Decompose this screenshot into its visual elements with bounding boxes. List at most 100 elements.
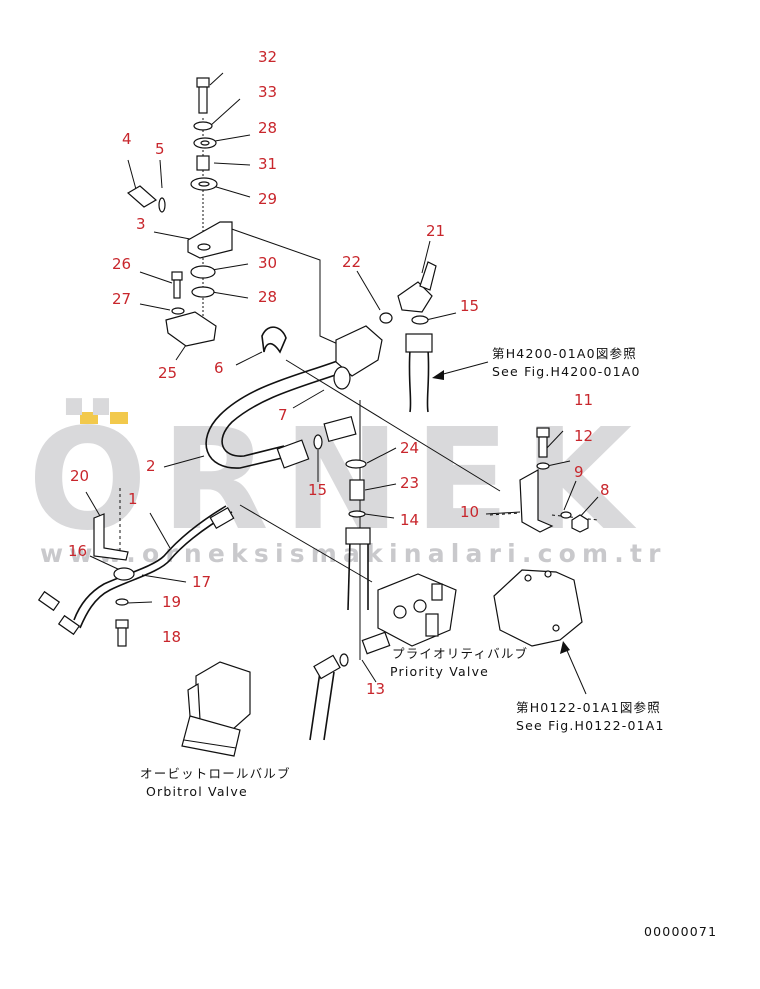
drawing-code: 00000071 bbox=[644, 924, 717, 939]
part-number-26: 26 bbox=[112, 255, 131, 273]
hose-ref-fitting bbox=[405, 333, 433, 353]
pipe-2-outer bbox=[205, 359, 341, 469]
part-number-23: 23 bbox=[400, 474, 419, 492]
leader-lines bbox=[85, 72, 599, 695]
bolt-11-head bbox=[536, 427, 550, 438]
clamp-16 bbox=[113, 567, 135, 581]
fitting-13 bbox=[361, 631, 391, 655]
part-number-20: 20 bbox=[70, 467, 89, 485]
bracket-10 bbox=[519, 468, 554, 533]
bolt-26-shank bbox=[173, 279, 181, 299]
part-number-27: 27 bbox=[112, 290, 131, 308]
part-number-21: 21 bbox=[426, 222, 445, 240]
bolt-32-shank bbox=[198, 86, 208, 114]
o-ring-14 bbox=[348, 510, 366, 518]
part-number-3: 3 bbox=[136, 215, 146, 233]
part-number-1: 1 bbox=[128, 490, 138, 508]
bracket-3 bbox=[187, 221, 233, 259]
pipe-2-nut bbox=[276, 439, 310, 469]
lower-hose-fitting bbox=[345, 527, 371, 545]
priority-hose-right bbox=[323, 671, 335, 741]
part-number-7: 7 bbox=[278, 406, 288, 424]
part-number-28: 28 bbox=[258, 119, 277, 137]
part-number-15: 15 bbox=[308, 481, 327, 499]
part-number-4: 4 bbox=[122, 130, 132, 148]
part-number-17: 17 bbox=[192, 573, 211, 591]
bolt-4 bbox=[126, 185, 158, 208]
part-number-5: 5 bbox=[155, 140, 165, 158]
plate-25 bbox=[165, 311, 217, 347]
washer-30 bbox=[190, 265, 216, 279]
part-number-33: 33 bbox=[258, 83, 277, 101]
connector-fitting bbox=[323, 415, 357, 443]
pipe-2-inner bbox=[221, 371, 345, 457]
washer-19 bbox=[115, 598, 129, 606]
washer-9 bbox=[560, 511, 572, 519]
captions: プライオリティバルブ Priority Valve オービットロールバルブ Or… bbox=[140, 346, 717, 939]
part-numbers: 32 33 28 31 29 4 5 3 30 26 28 27 25 6 22… bbox=[68, 48, 610, 698]
washer-33 bbox=[193, 121, 213, 131]
washer-28-bottom bbox=[191, 286, 215, 298]
watermark-umlaut-dot-left bbox=[80, 412, 98, 424]
part-number-32: 32 bbox=[258, 48, 277, 66]
part-number-9: 9 bbox=[574, 463, 584, 481]
part-number-31: 31 bbox=[258, 155, 277, 173]
part-number-30: 30 bbox=[258, 254, 277, 272]
part-number-15: 15 bbox=[460, 297, 479, 315]
part-number-22: 22 bbox=[342, 253, 361, 271]
washer-12 bbox=[536, 462, 550, 470]
bolt-32-head bbox=[196, 77, 210, 88]
bolt-18-shank bbox=[117, 627, 127, 647]
part-number-8: 8 bbox=[600, 481, 610, 499]
elbow-21 bbox=[397, 281, 433, 313]
part-number-10: 10 bbox=[460, 503, 479, 521]
clamp-6 bbox=[261, 326, 287, 354]
reference-h0122-jp: 第H0122-01A1図参照 bbox=[516, 700, 661, 715]
plate-ref bbox=[493, 569, 583, 647]
lower-hose-left bbox=[347, 539, 351, 611]
reference-h0122-en: See Fig.H0122-01A1 bbox=[516, 718, 665, 733]
part-number-13: 13 bbox=[366, 680, 385, 698]
parts bbox=[37, 77, 589, 757]
part-number-24: 24 bbox=[400, 439, 419, 457]
hose-ref-left bbox=[408, 349, 412, 413]
bracket-20 bbox=[93, 513, 129, 561]
tube-1 bbox=[79, 511, 233, 629]
watermark-umlaut-dot-right bbox=[110, 412, 128, 424]
seal-24 bbox=[345, 459, 367, 469]
part-number-16: 16 bbox=[68, 542, 87, 560]
adapter-23 bbox=[349, 479, 365, 501]
orbitrol-valve-label-jp: オービットロールバルブ bbox=[140, 766, 291, 781]
washer-27 bbox=[171, 307, 185, 315]
nut-8 bbox=[571, 514, 589, 533]
hose-ref-right bbox=[426, 349, 430, 413]
o-ring-15-lower bbox=[313, 434, 323, 450]
part-number-25: 25 bbox=[158, 364, 177, 382]
priority-hose-left bbox=[309, 671, 321, 741]
bolt-18-head bbox=[115, 619, 129, 629]
reference-h4200-jp: 第H4200-01A0図参照 bbox=[492, 346, 637, 361]
orbitrol-valve-label-en: Orbitrol Valve bbox=[146, 784, 248, 799]
o-ring-22 bbox=[379, 312, 393, 324]
priority-valve-label-en: Priority Valve bbox=[390, 664, 489, 679]
o-ring-15-upper bbox=[411, 315, 429, 325]
pipe-block bbox=[335, 325, 383, 377]
part-number-29: 29 bbox=[258, 190, 277, 208]
part-number-12: 12 bbox=[574, 427, 593, 445]
part-number-6: 6 bbox=[214, 359, 224, 377]
part-number-19: 19 bbox=[162, 593, 181, 611]
spacer-31 bbox=[196, 155, 210, 171]
bolt-26-head bbox=[171, 271, 183, 281]
part-number-11: 11 bbox=[574, 391, 593, 409]
seal-7 bbox=[333, 366, 351, 390]
reference-h4200-en: See Fig.H4200-01A0 bbox=[492, 364, 641, 379]
part-number-28: 28 bbox=[258, 288, 277, 306]
washer-5 bbox=[158, 197, 166, 213]
part-number-2: 2 bbox=[146, 457, 156, 475]
part-number-18: 18 bbox=[162, 628, 181, 646]
part-number-14: 14 bbox=[400, 511, 419, 529]
bolt-11-shank bbox=[538, 436, 548, 458]
priority-valve-label-jp: プライオリティバルブ bbox=[392, 646, 528, 661]
